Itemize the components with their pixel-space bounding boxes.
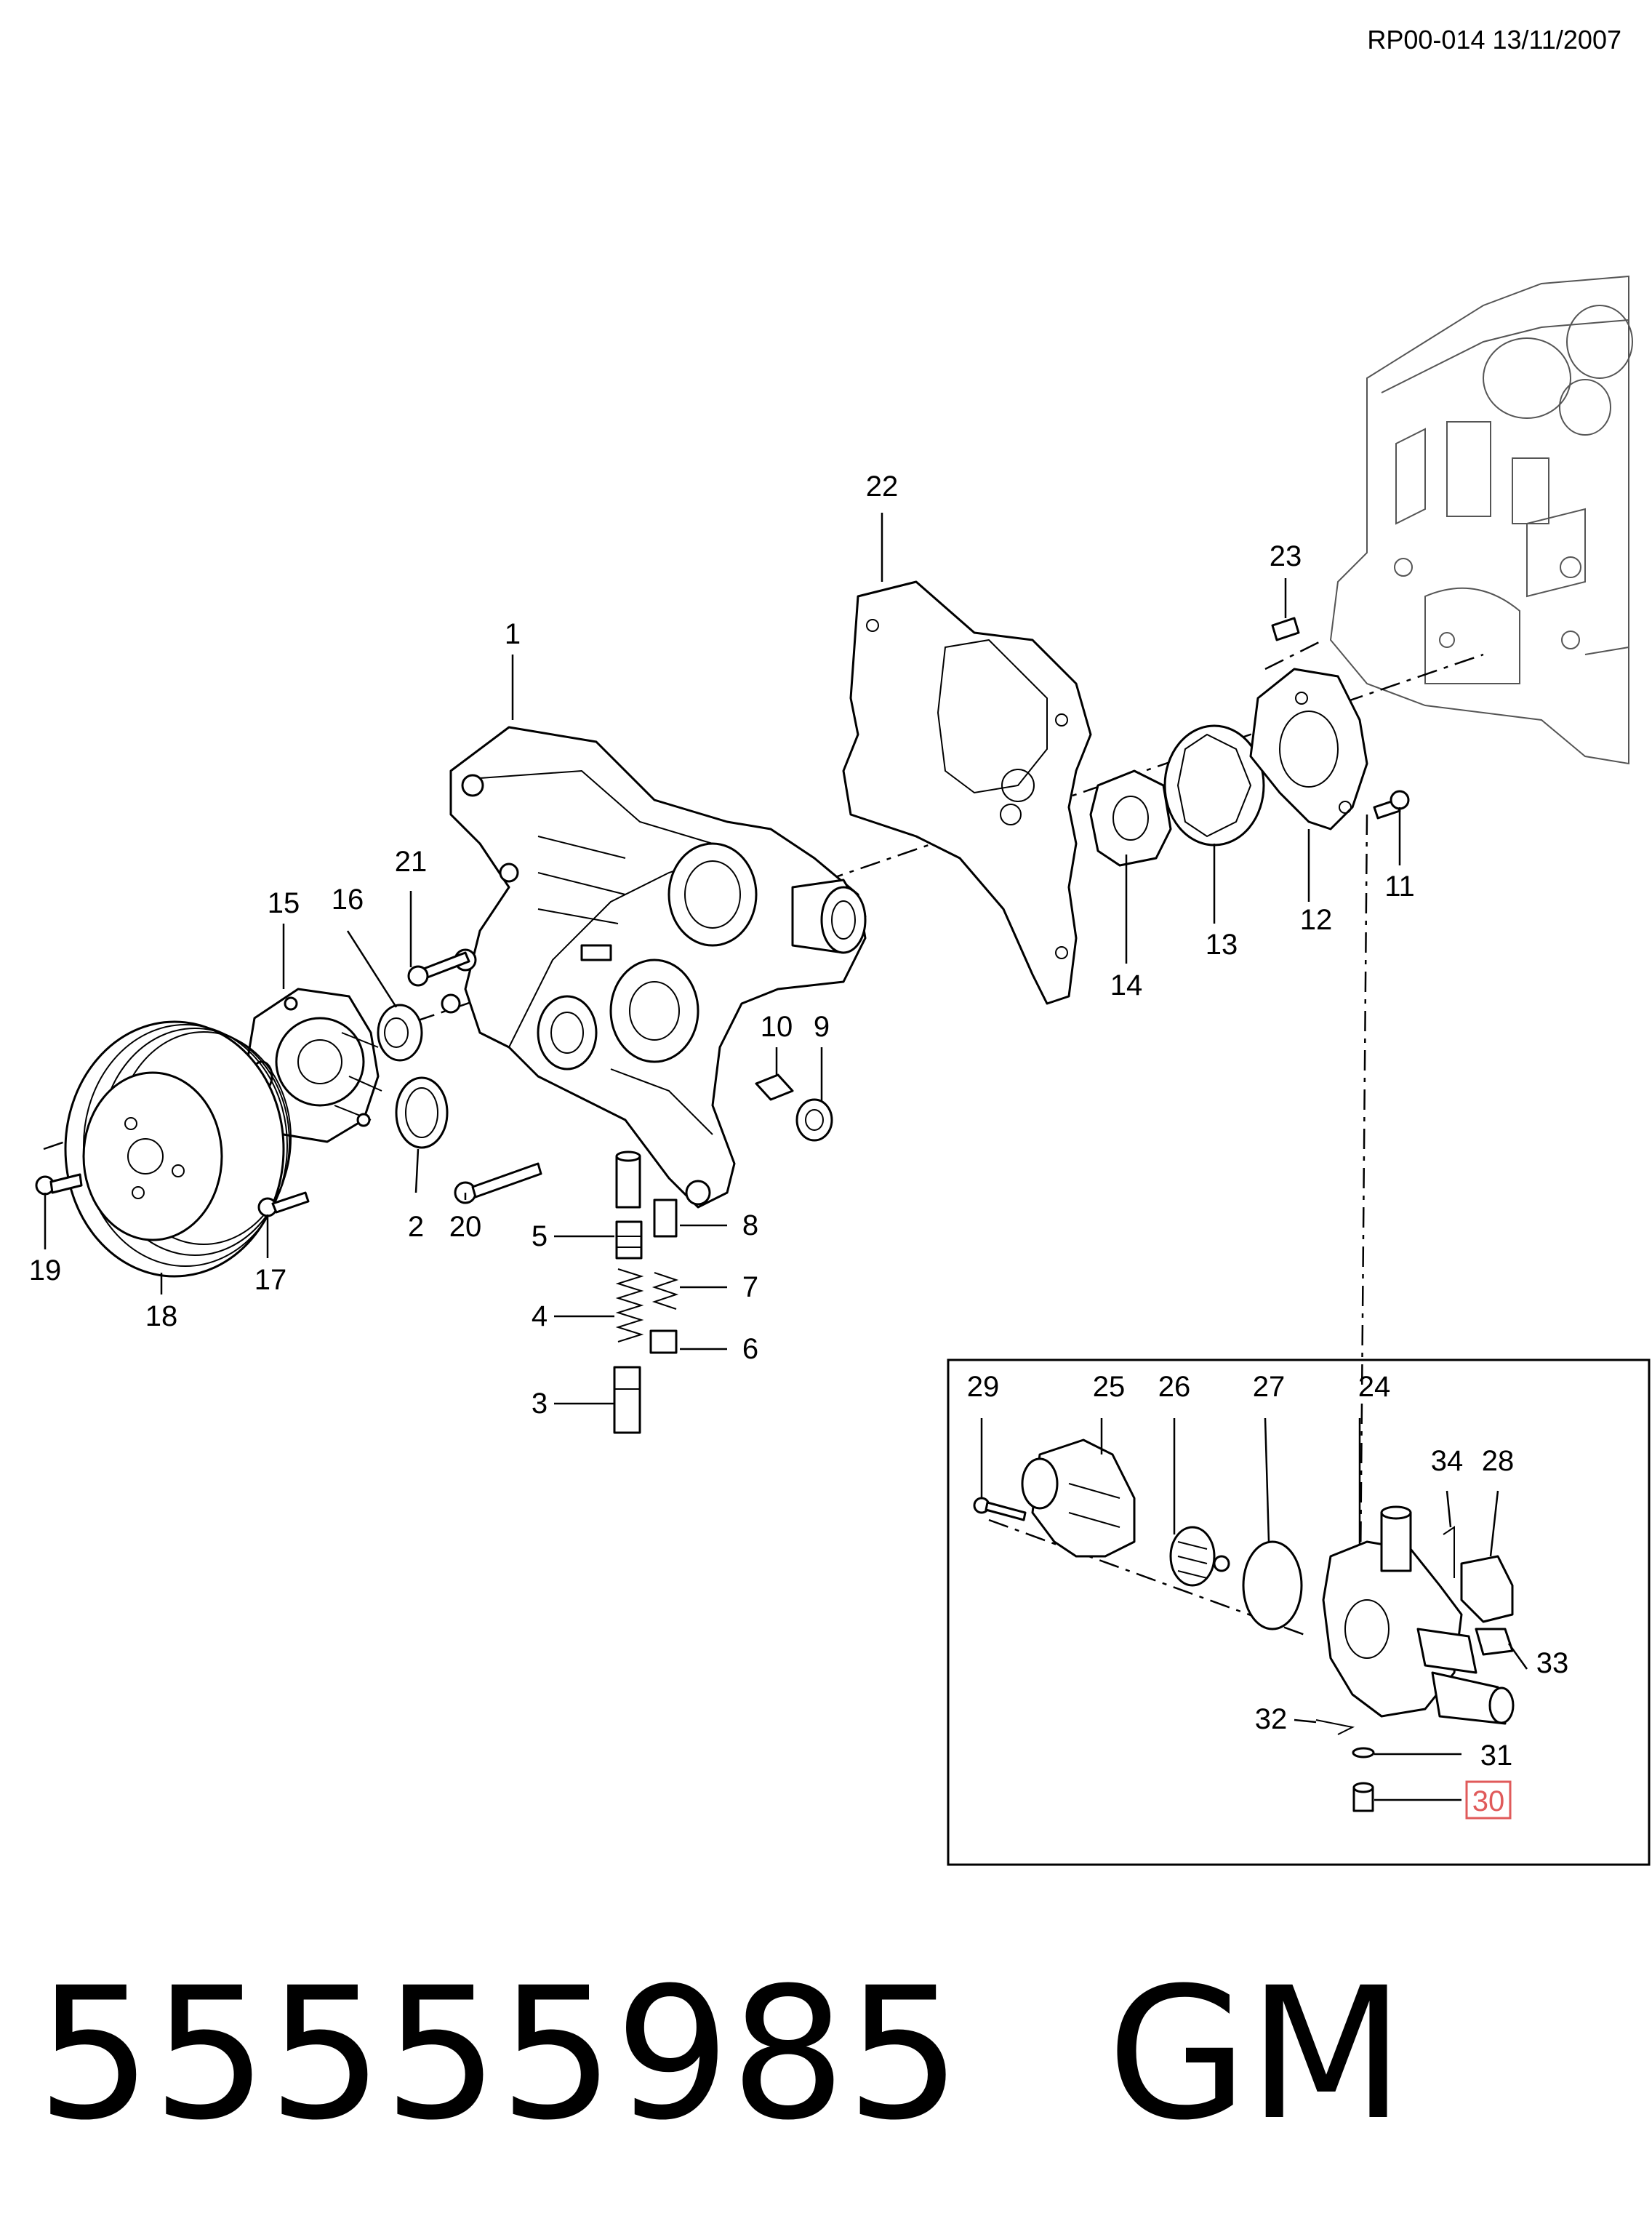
callout-labels: 1 2 3 4 5 6 7 8 9 10 11 12 13 14 15 16 1… xyxy=(29,471,1569,1817)
callout-19: 19 xyxy=(29,1254,62,1286)
callout-21: 21 xyxy=(395,846,428,878)
oil-pump-inner-rotor xyxy=(1089,769,1172,867)
thermostat-26 xyxy=(1169,1526,1230,1587)
bolt-29 xyxy=(973,1497,1027,1521)
front-cover-housing xyxy=(441,726,867,1209)
callout-4: 4 xyxy=(532,1300,548,1332)
pump-bolt-17 xyxy=(257,1191,310,1217)
callout-12: 12 xyxy=(1300,904,1333,936)
callout-28: 28 xyxy=(1482,1445,1515,1477)
callout-15: 15 xyxy=(268,887,300,919)
plug-9 xyxy=(795,1098,833,1142)
callout-20: 20 xyxy=(449,1211,482,1243)
bolt-20 xyxy=(454,1162,542,1204)
oil-pump-cover xyxy=(1249,668,1368,831)
callout-8: 8 xyxy=(742,1209,758,1241)
callout-27: 27 xyxy=(1253,1371,1286,1403)
clip-34 xyxy=(1443,1526,1455,1578)
callout-7: 7 xyxy=(742,1271,758,1303)
callout-23: 23 xyxy=(1270,540,1302,572)
part-number: 55555985 xyxy=(36,1948,962,2160)
callout-17: 17 xyxy=(254,1264,287,1296)
callout-34: 34 xyxy=(1431,1445,1464,1477)
callout-3: 3 xyxy=(532,1388,548,1420)
callout-33: 33 xyxy=(1536,1647,1569,1679)
pump-cover-screw-11 xyxy=(1373,790,1410,820)
diagram-reference: RP00-014 13/11/2007 xyxy=(1367,25,1621,55)
pump-gasket-2 xyxy=(395,1076,449,1149)
callout-13: 13 xyxy=(1206,929,1238,961)
bolt-21 xyxy=(407,951,470,987)
thermostat-seal-27 xyxy=(1242,1540,1303,1630)
cover-gasket xyxy=(842,580,1092,1005)
oring-31 xyxy=(1352,1747,1375,1758)
crank-pulley xyxy=(64,1020,292,1278)
callout-24: 24 xyxy=(1358,1371,1391,1403)
water-pump xyxy=(246,988,382,1143)
callout-2: 2 xyxy=(408,1211,424,1243)
thermostat-housing-24 xyxy=(1322,1505,1515,1725)
callout-30: 30 xyxy=(1472,1785,1505,1817)
callout-16: 16 xyxy=(332,884,364,916)
clip-32 xyxy=(1315,1719,1355,1735)
pump-seal-16 xyxy=(377,1004,423,1062)
thermostat-cover-25 xyxy=(1021,1438,1136,1558)
callout-11: 11 xyxy=(1384,871,1415,903)
callout-leaders xyxy=(44,513,1528,1801)
callout-10: 10 xyxy=(761,1011,793,1043)
callout-5: 5 xyxy=(532,1220,548,1252)
callout-25: 25 xyxy=(1093,1371,1126,1403)
callout-6: 6 xyxy=(742,1333,758,1365)
callout-9: 9 xyxy=(814,1011,830,1043)
callout-26: 26 xyxy=(1158,1371,1191,1403)
engine-block-illustration xyxy=(1329,275,1633,765)
relief-valve-parts xyxy=(613,1150,679,1434)
plug-30 xyxy=(1352,1782,1374,1812)
brand-name: GM xyxy=(1107,1948,1405,2160)
callout-22: 22 xyxy=(866,471,899,503)
callout-29: 29 xyxy=(967,1371,1000,1403)
callout-1: 1 xyxy=(505,618,521,650)
callout-14: 14 xyxy=(1110,969,1143,1001)
callout-32: 32 xyxy=(1255,1703,1288,1735)
callout-31: 31 xyxy=(1480,1740,1513,1772)
thermostat-inset-frame xyxy=(947,1358,1651,1866)
highlighted-callout-box xyxy=(1465,1780,1512,1820)
seal-28 xyxy=(1460,1555,1514,1623)
oil-pump-outer-rotor xyxy=(1163,724,1265,847)
dowel-pin-23 xyxy=(1271,617,1300,641)
callout-18: 18 xyxy=(145,1300,178,1332)
pin-10 xyxy=(755,1073,794,1101)
sensor-33 xyxy=(1475,1628,1514,1656)
